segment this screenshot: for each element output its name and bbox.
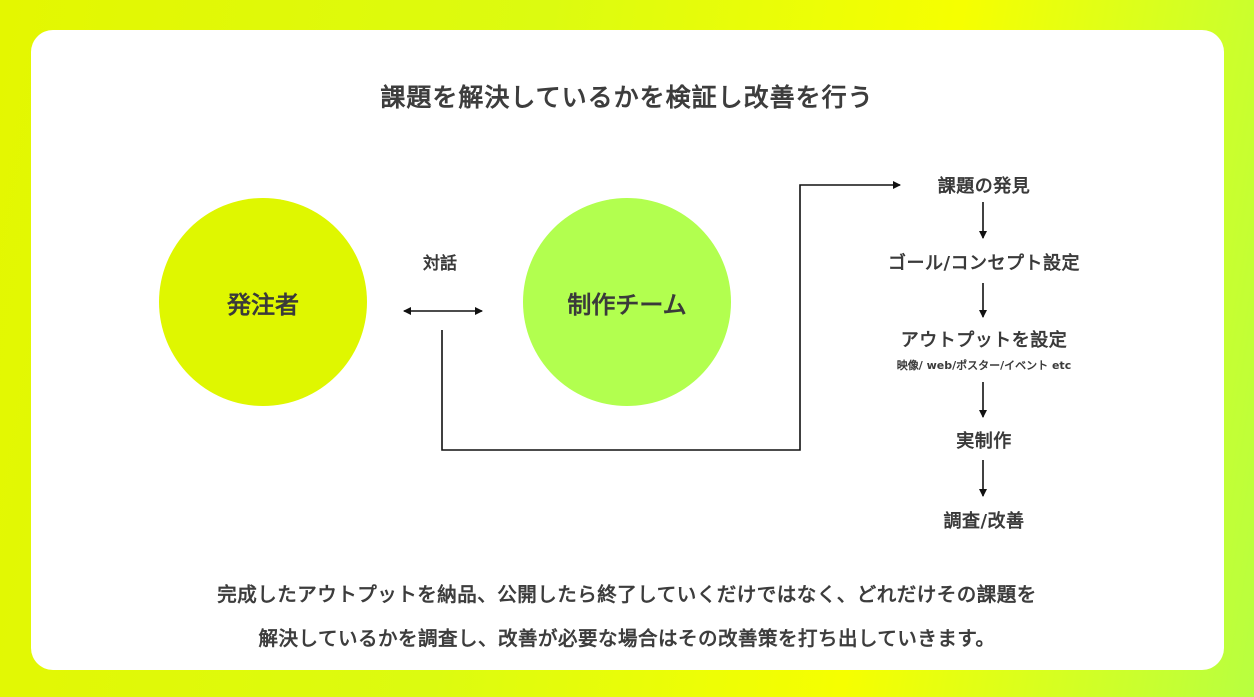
- step-1: 課題の発見: [937, 176, 1031, 197]
- step-3: アウトプットを設定: [900, 330, 1068, 351]
- team-circle: 制作チーム: [523, 198, 731, 406]
- team-label: 制作チーム: [567, 290, 687, 319]
- step-3-sub: 映像/ web/ポスター/イベント etc: [896, 359, 1072, 372]
- client-label: 発注者: [227, 290, 299, 319]
- dialogue-label: 対話: [423, 254, 457, 274]
- step-4: 実制作: [956, 431, 1012, 452]
- step-2: ゴール/コンセプト設定: [887, 253, 1081, 274]
- page-title: 課題を解決しているかを検証し改善を行う: [380, 83, 874, 112]
- client-circle: 発注者: [159, 198, 367, 406]
- step-5: 調査/改善: [943, 511, 1025, 532]
- summary-line-1: 完成したアウトプットを納品、公開したら終了していくだけではなく、どれだけその課題…: [217, 583, 1037, 606]
- summary-line-2: 解決しているかを調査し、改善が必要な場合はその改善策を打ち出していきます。: [258, 627, 996, 650]
- feedback-path: [441, 181, 901, 451]
